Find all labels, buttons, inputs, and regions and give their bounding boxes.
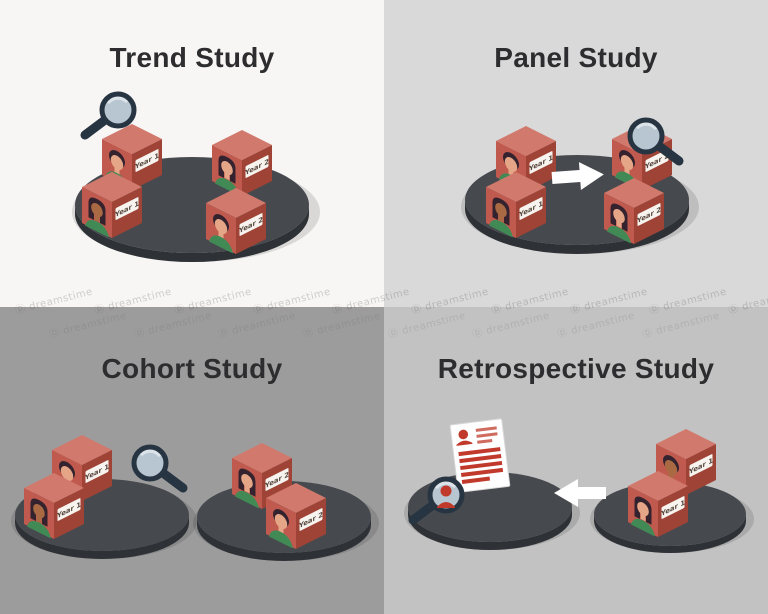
trend-study-scene: Year 2 Year 1 Year 2 [72, 0, 320, 262]
person-box-year1-back: Year 1 [496, 126, 556, 192]
document-photo-shoulders [456, 440, 473, 446]
year-label-plate [661, 496, 685, 519]
year-label-plate [115, 197, 139, 220]
cohort-study-scene: Year 1 Year 1 Year 2 [11, 435, 379, 561]
person-box-year2-front: Year 2 [206, 188, 266, 254]
document-line [458, 447, 501, 457]
document [449, 418, 511, 493]
year-label-plate [239, 213, 263, 236]
platform-side [408, 507, 572, 550]
person-box-year1-back: Year 1 [656, 429, 716, 495]
year-label-plate [85, 460, 109, 483]
year-label-plate [299, 508, 323, 531]
quadrant-panel-study: Panel Study Year 2 Year 1 [384, 0, 768, 307]
document-line [475, 426, 497, 432]
person-box-year1-front: Year 1 [24, 473, 84, 539]
document-line [476, 432, 498, 438]
quadrant-cohort-study: Cohort Study Year 1 Year 1 [0, 307, 384, 614]
year-label-plate [519, 197, 543, 220]
person-box-year2-front: Year 2 [266, 483, 326, 549]
retrospective-study-title: Retrospective Study [437, 353, 715, 384]
magnifier-over-document [413, 479, 462, 520]
magnified-person-head [440, 485, 452, 497]
year-label-plate [135, 149, 159, 172]
person-box-year2-back: Year 2 [232, 443, 292, 509]
magnifier-icon [134, 447, 183, 488]
panel-study-title: Panel Study [494, 42, 658, 73]
retrospective-study-scene: Year 1 Year 1 [404, 418, 754, 553]
platform-side [594, 514, 746, 553]
document-line [461, 476, 491, 484]
person-box-year1-front: Year 1 [628, 471, 688, 537]
document-photo-head [458, 429, 469, 440]
quadrant-trend-study: Trend Study Year 2 Year 1 [0, 0, 384, 307]
year-label-plate [57, 498, 81, 521]
document-line [460, 460, 503, 471]
year-label-plate [689, 454, 713, 477]
platform-side [197, 517, 371, 561]
document-line [459, 454, 502, 464]
document-line [477, 438, 493, 444]
platform-side [75, 205, 309, 262]
person-box-year2-back: Year 2 [612, 124, 672, 190]
person-box-year2-back: Year 2 [212, 130, 272, 196]
magnified-person-shoulders [437, 502, 455, 508]
document-line [460, 467, 504, 477]
year-label-plate [245, 155, 269, 178]
year-label-plate [529, 151, 553, 174]
person-box-year2-front: Year 2 [604, 178, 664, 244]
quadrant-retrospective-study: Retrospective Study [384, 307, 768, 614]
person-box-year1-front: Year 1 [486, 172, 546, 238]
person-box-year1-back: Year 1 [102, 124, 162, 190]
trend-study-title: Trend Study [109, 42, 275, 73]
year-label-plate [637, 203, 661, 226]
panel-study-scene: Year 2 Year 1 Year 2 [461, 0, 699, 254]
person-box-year1-front: Year 1 [82, 172, 142, 238]
cohort-study-title: Cohort Study [101, 353, 283, 384]
person-box-year1-back: Year 1 [52, 435, 112, 501]
year-label-plate [265, 468, 289, 491]
platform-side [15, 515, 189, 559]
year-label-plate [645, 149, 669, 172]
